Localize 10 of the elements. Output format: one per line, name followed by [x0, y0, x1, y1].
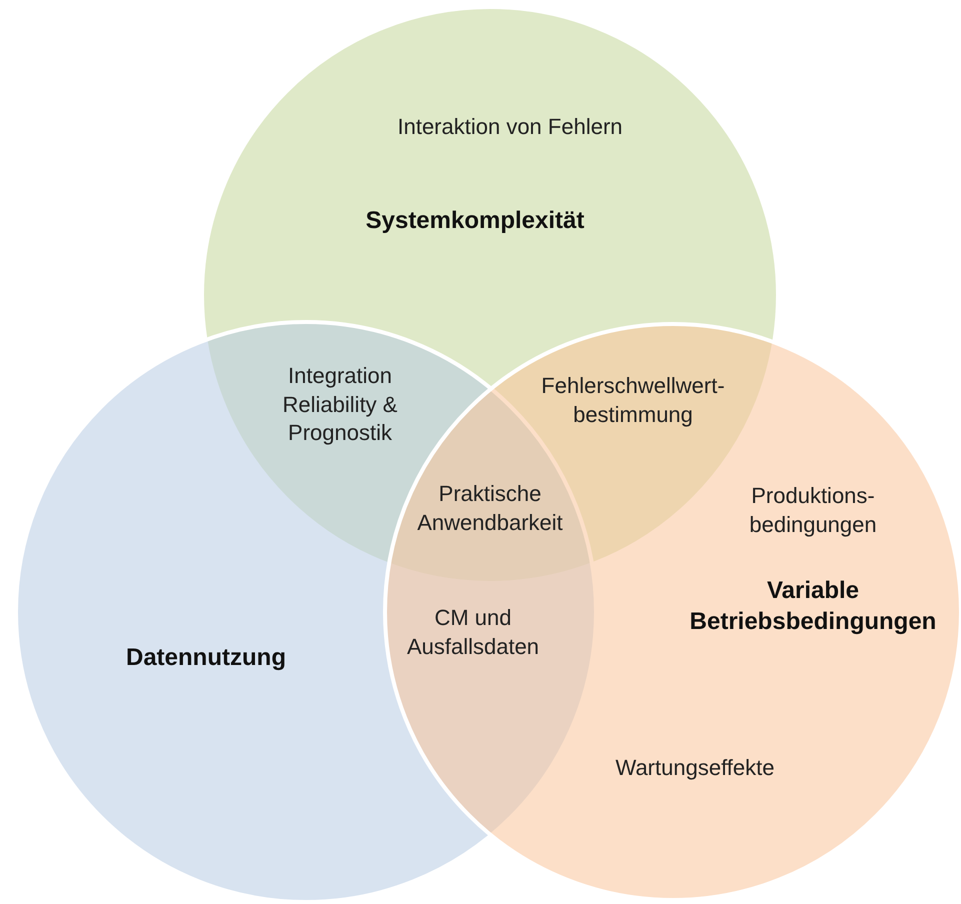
- heading: Variable Betriebsbedingungen: [688, 576, 938, 638]
- condition-text: Produktions- bedingungen: [748, 482, 878, 539]
- overlap-label: CM und Ausfallsdaten: [406, 604, 540, 661]
- overlap-label: Fehlerschwellwert- bestimmung: [540, 372, 726, 429]
- heading: Systemkomplexität: [364, 206, 586, 236]
- heading: Datennutzung: [125, 643, 287, 673]
- interaction-text: Interaktion von Fehlern: [396, 113, 624, 141]
- overlap-label: Integration Reliability & Prognostik: [282, 362, 398, 448]
- effect-text: Wartungseffekte: [614, 754, 776, 782]
- overlap-label: Praktische Anwendbarkeit: [416, 480, 564, 537]
